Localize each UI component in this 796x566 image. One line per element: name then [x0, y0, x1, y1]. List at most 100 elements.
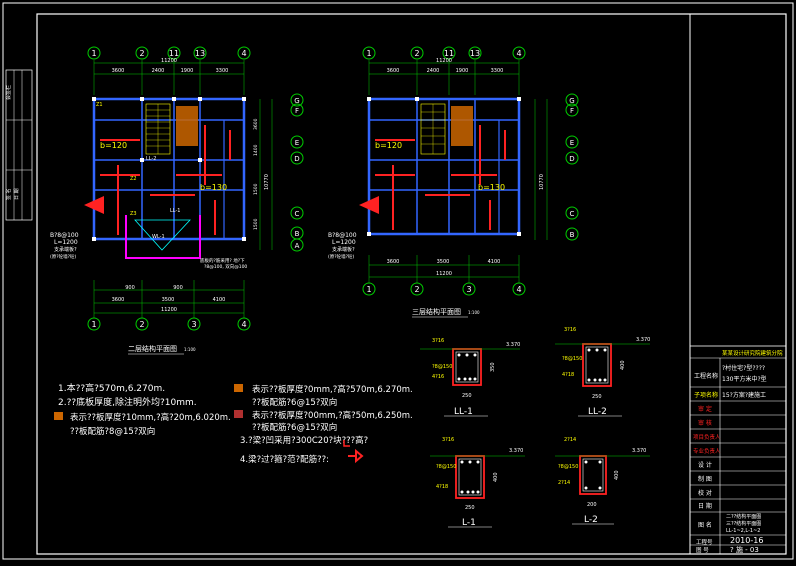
dim: 3600 — [253, 118, 259, 130]
beam-label: WL-1 — [152, 234, 165, 240]
note-line: 表示??板厚度?10mm,?高?20m,6.020m. — [70, 412, 231, 423]
axis-label: C — [570, 210, 575, 218]
axis-label: 3 — [191, 320, 196, 329]
axis-label: C — [295, 210, 300, 218]
room-thickness-label: b=120 — [100, 141, 127, 150]
left-sign-strip: 会签栏 签 名 日 期 — [5, 69, 33, 221]
axis-label: 1 — [366, 285, 371, 294]
axis-label: 11 — [444, 49, 454, 58]
left-plan: 1 2 11 13 4 11200 3600 2400 1900 3300 — [50, 46, 304, 355]
room-thickness-label: b=130 — [200, 183, 227, 192]
room-thickness-label: b=130 — [478, 183, 505, 192]
title-block: 某某设计研究院建筑分院 工程名称 ?村住宅?型???? 130平方米中?型 子项… — [689, 345, 787, 555]
axis-label: 2 — [139, 49, 144, 58]
dim: 4100 — [213, 297, 226, 303]
note-line: ??板配筋?8@15?双向 — [70, 426, 155, 437]
section-l-2: 2?14 ?8@150 2?14 200 400 3.370 L-2 — [555, 437, 650, 525]
section-label: L-1 — [462, 518, 476, 528]
section-height: 400 — [614, 470, 620, 480]
plan-scale: 1:100 — [184, 347, 196, 352]
section-width: 200 — [587, 502, 597, 508]
note-line: L=1200 — [332, 239, 356, 246]
axis-label: 1 — [91, 320, 96, 329]
note-line: L=1200 — [54, 239, 78, 246]
note-line: 3.?梁?凹采用?300C20?块???高? — [240, 435, 368, 446]
dim: 1900 — [456, 68, 469, 74]
tb-label: 项目负责人 — [693, 433, 721, 441]
dim: 1500 — [253, 218, 259, 230]
dim: 3500 — [437, 259, 450, 265]
room-thickness-label: b=120 — [375, 141, 402, 150]
strip-label: 签 名 — [5, 188, 12, 200]
dim: 900 — [125, 285, 135, 291]
rebar-bottom: 4?18 — [562, 372, 574, 378]
axis-label: A — [295, 242, 300, 250]
section-ll-2: 3?16 ?8@150 4?18 250 400 3.370 LL-2 — [555, 327, 650, 417]
section-height: 400 — [620, 360, 626, 370]
plan-title: 二层结构平面图 — [128, 344, 177, 353]
axis-label: 1 — [366, 49, 371, 58]
left-top-axes: 1 2 11 13 4 11200 3600 2400 1900 3300 — [87, 46, 251, 95]
dim-total: 10770 — [264, 174, 270, 190]
column-label: Z1 — [96, 102, 103, 108]
rebar-top: 3?16 — [442, 437, 454, 443]
inner-border — [36, 13, 787, 555]
axis-label: E — [570, 139, 574, 147]
tb-label: 工程号 — [696, 538, 713, 546]
axis-bubble — [135, 46, 149, 60]
axis-label: F — [570, 107, 574, 115]
section-height: 400 — [493, 472, 499, 482]
hatch-swatch-icon — [54, 412, 63, 420]
tb-label: 校 对 — [698, 489, 712, 497]
note-line: B?8@100 — [50, 232, 79, 239]
axis-label: F — [295, 107, 299, 115]
rebar-stirrup: ?8@150 — [562, 356, 582, 362]
right-walls — [359, 97, 521, 236]
beam-label: LL-1 — [170, 208, 180, 214]
axis-label: D — [294, 155, 299, 163]
axis-bubble — [87, 46, 101, 60]
axis-label: B — [570, 231, 575, 239]
dim: 3600 — [387, 259, 400, 265]
dim: 3600 — [112, 297, 125, 303]
rebar-bottom: 4?18 — [436, 484, 448, 490]
column-label: Z2 — [130, 176, 137, 182]
tb-label: 工程名称 — [694, 372, 718, 380]
tb-label: 子项名称 — [694, 391, 718, 399]
axis-label: 13 — [195, 49, 205, 58]
note-line: ??板配筋?6@15?双向 — [252, 422, 337, 433]
rebar-top: 3?16 — [564, 327, 576, 333]
dim: 4100 — [488, 259, 501, 265]
dim-total: 11200 — [161, 307, 177, 313]
section-width: 250 — [592, 394, 602, 400]
tb-label: 专业负责人 — [693, 447, 721, 455]
tb-label: 设 计 — [698, 461, 712, 469]
note-line: ?8@100, 双向@100 — [204, 263, 247, 270]
tb-label: 审 核 — [698, 419, 712, 427]
section-ll-1: 3?16 ?8@150 4?16 250 350 3.370 LL-1 — [420, 338, 520, 417]
axis-label: 2 — [414, 285, 419, 294]
dim-total: 11200 — [161, 58, 177, 64]
left-right-axes: 10770 G F E D C B A 3600 1400 1500 1500 — [253, 93, 304, 252]
rebar-stirrup: ?8@150 — [558, 464, 578, 470]
note-line: (原?砼墙?砼) — [50, 253, 77, 260]
beam-symbol-icon — [348, 448, 364, 464]
note-line: (原?砼墙?砼) — [328, 253, 355, 260]
tb-label: 日 期 — [698, 502, 712, 510]
right-bottom-axes: 3600 3500 4100 11200 1 2 3 4 — [362, 255, 526, 296]
company-name: 某某设计研究院建筑分院 — [722, 349, 783, 357]
section-label: LL-2 — [588, 407, 607, 417]
dim: 3600 — [112, 68, 125, 74]
drawing-name-line: LL-1~2,L-1~2 — [726, 528, 760, 534]
tb-label: 图 号 — [696, 546, 709, 554]
left-bottom-axes: 900 900 3600 3500 4100 11200 1 2 3 4 — [87, 280, 251, 331]
axis-bubble — [193, 46, 207, 60]
section-elev: 3.370 — [506, 342, 520, 348]
section-label: L-2 — [584, 515, 598, 525]
right-right-axes: 10770 G F E D C B — [534, 93, 579, 241]
section-elev: 3.370 — [509, 448, 523, 454]
dim: 1500 — [253, 183, 259, 195]
strip-label: 日 期 — [14, 188, 20, 200]
